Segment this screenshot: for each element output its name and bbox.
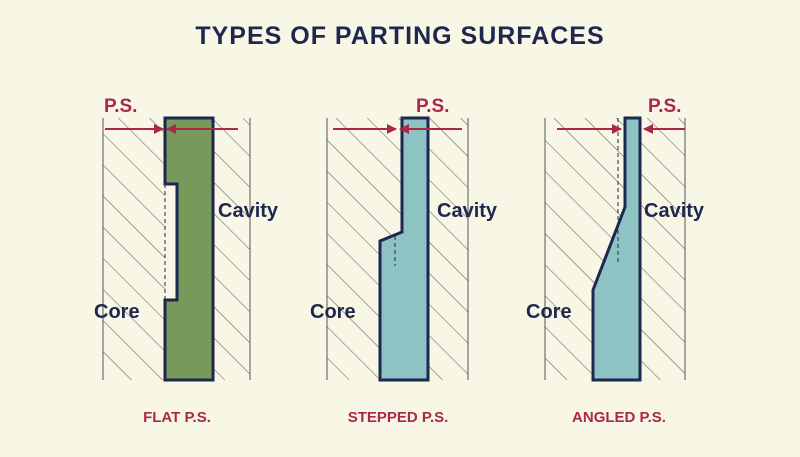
ps-label: P.S. — [648, 96, 681, 117]
cavity-block — [213, 118, 250, 380]
caption-angled: ANGLED P.S. — [572, 409, 666, 426]
caption-flat: FLAT P.S. — [143, 409, 211, 426]
cavity-block — [640, 118, 685, 380]
page-title: TYPES OF PARTING SURFACES — [195, 22, 605, 50]
cavity-label: Cavity — [644, 200, 705, 222]
panel-angled: P.S. Cavity Core ANGLED P.S. — [526, 96, 705, 426]
ps-label: P.S. — [416, 96, 449, 117]
core-label: Core — [94, 301, 140, 323]
molded-part — [163, 116, 215, 382]
caption-stepped: STEPPED P.S. — [348, 409, 449, 426]
core-block — [103, 118, 165, 380]
ps-label: P.S. — [104, 96, 137, 117]
molded-part — [591, 116, 642, 382]
cavity-block — [428, 118, 468, 380]
core-label: Core — [526, 301, 572, 323]
panel-stepped: P.S. Cavity Core STEPPED P.S. — [310, 96, 498, 426]
molded-part — [378, 116, 430, 382]
panel-flat: P.S. Cavity Core FLAT P.S. — [94, 96, 279, 426]
core-label: Core — [310, 301, 356, 323]
cavity-label: Cavity — [218, 200, 279, 222]
cavity-label: Cavity — [437, 200, 498, 222]
